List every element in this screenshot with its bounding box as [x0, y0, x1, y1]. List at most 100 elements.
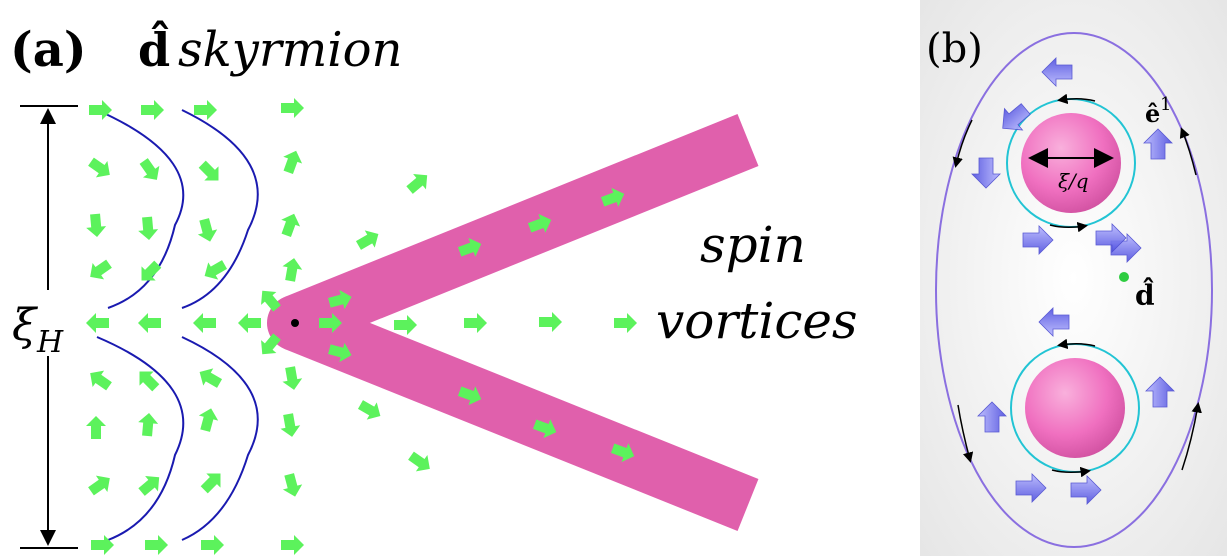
e1-vector-arrow [1143, 128, 1173, 160]
upper-vortex-bar [284, 114, 759, 349]
e1-vector-arrow [1095, 223, 1127, 253]
d-vector-dot [1119, 272, 1129, 282]
d-vector-arrow [457, 386, 482, 406]
d-vector-arrow [90, 259, 112, 280]
outer-arrow-left-top [952, 119, 973, 168]
e1-vector-arrow [971, 157, 1001, 189]
outer-arrow-right-bottom [1181, 402, 1202, 471]
d-vector-arrow [610, 443, 635, 463]
e1-vector-arrow [1145, 376, 1175, 408]
upper-ring-arrow-bottom [1049, 221, 1088, 233]
e1-vector-arrow [1015, 473, 1047, 503]
d-vector-arrow [138, 216, 159, 240]
d-vector-arrow [280, 413, 301, 437]
d-vector-arrow [193, 313, 216, 333]
d-vector-arrow [282, 258, 303, 282]
d-vector-arrows [86, 98, 637, 555]
d-vector-arrow [281, 213, 301, 238]
d-vector-arrow [139, 158, 160, 180]
lower-vortex [1010, 338, 1140, 478]
panel-a-canvas: (a) d̂ skyrmion ξ H spin vortices [10, 20, 858, 555]
d-vector-arrow [261, 333, 281, 355]
e1-vector-arrow [1041, 57, 1073, 87]
d-vector-arrow [283, 150, 303, 175]
d-vector-arrow [394, 315, 417, 335]
d-vector-arrow [138, 413, 159, 437]
d-vector-arrow [141, 260, 162, 281]
upper-ring-arrow-top [1057, 93, 1096, 105]
d-vector-arrow [86, 416, 106, 439]
arc-upper-2 [181, 109, 259, 309]
d-vector-arrow [201, 535, 224, 555]
lower-vortex-core [1025, 358, 1125, 458]
d-vector-arrow [194, 100, 217, 120]
title-d-vector: d̂ [138, 20, 170, 77]
e1-label-superscript: 1 [1160, 94, 1171, 115]
d-vector-arrow [86, 313, 109, 333]
panel-a-label: (a) [10, 22, 87, 78]
d-vector-arrow [86, 213, 107, 237]
panel-b-vortex-pair-diagram: (b) ê 1 ξ/q d̂ [920, 0, 1227, 556]
d-vector-arrow [406, 174, 428, 194]
arc-lower-2 [181, 336, 259, 541]
d-vector-arrow [90, 370, 112, 391]
d-vector-arrow [532, 419, 557, 439]
spin-label: spin [700, 216, 806, 274]
d-vector-arrow [199, 368, 223, 388]
d-vector-arrow [88, 157, 110, 178]
d-vector-arrow [357, 400, 381, 420]
spin-vortex-bars [267, 114, 759, 531]
d-vector-arrow [355, 230, 379, 250]
length-label-subscript: H [36, 325, 64, 360]
outer-arrow-left-bottom [957, 404, 974, 463]
d-vector-arrow [281, 98, 304, 118]
panel-a-skyrmion-diagram: (a) d̂ skyrmion ξ H spin vortices [10, 20, 858, 555]
d-vector-arrow [539, 312, 562, 332]
d-vector-arrow [198, 160, 219, 181]
title-skyrmion: skyrmion [178, 22, 402, 78]
arc-lower-1 [96, 336, 185, 541]
d-vector-arrow [282, 473, 303, 497]
e1-vector-arrow [1070, 475, 1102, 505]
panel-b-label: (b) [926, 26, 983, 72]
e1-vector-arrow [977, 401, 1007, 433]
d-vector-arrow [204, 260, 228, 280]
e1-vector-arrow [1022, 225, 1054, 255]
e1-vector-arrows [971, 57, 1175, 505]
d-vector-arrow [281, 535, 304, 555]
coherence-length-label: ξ/q [1058, 169, 1089, 193]
d-vector-arrow [282, 366, 303, 390]
d-vector-arrow [91, 535, 114, 555]
lower-ring-arrow-bottom [1051, 466, 1091, 478]
lower-ring-arrow-top [1057, 338, 1096, 350]
e1-vector-arrow [1038, 307, 1070, 337]
d-vector-arrow [197, 218, 218, 242]
upper-vortex [1006, 93, 1136, 233]
outer-loop [935, 32, 1213, 548]
e1-label: ê [1145, 99, 1160, 128]
d-label: d̂ [1135, 278, 1155, 312]
vortex-core-dot [291, 319, 299, 327]
e1-vector-arrow [1002, 103, 1031, 131]
panel-b-canvas: (b) ê 1 ξ/q d̂ [920, 0, 1227, 556]
d-vector-arrow [238, 313, 261, 333]
d-vector-arrow [141, 100, 164, 120]
d-vector-arrow [138, 476, 160, 496]
vortices-label: vortices [656, 292, 858, 350]
d-vector-arrow [145, 535, 168, 555]
lower-vortex-bar [284, 297, 759, 531]
d-vector-arrow [614, 313, 637, 333]
outer-arrow-right-top [1179, 127, 1197, 176]
d-vector-arrow [198, 408, 219, 432]
d-vector-arrow [328, 342, 352, 363]
d-vector-arrow [200, 473, 221, 494]
d-vector-arrow [88, 475, 110, 496]
d-vector-arrow [408, 451, 430, 472]
d-vector-arrow [328, 289, 352, 310]
d-vector-arrow [457, 237, 482, 257]
arc-upper-1 [96, 109, 185, 309]
length-scale-guide [20, 105, 78, 549]
d-vector-arrow [527, 213, 552, 233]
d-vector-arrow [139, 371, 160, 392]
upper-vortex-core [1021, 113, 1121, 213]
